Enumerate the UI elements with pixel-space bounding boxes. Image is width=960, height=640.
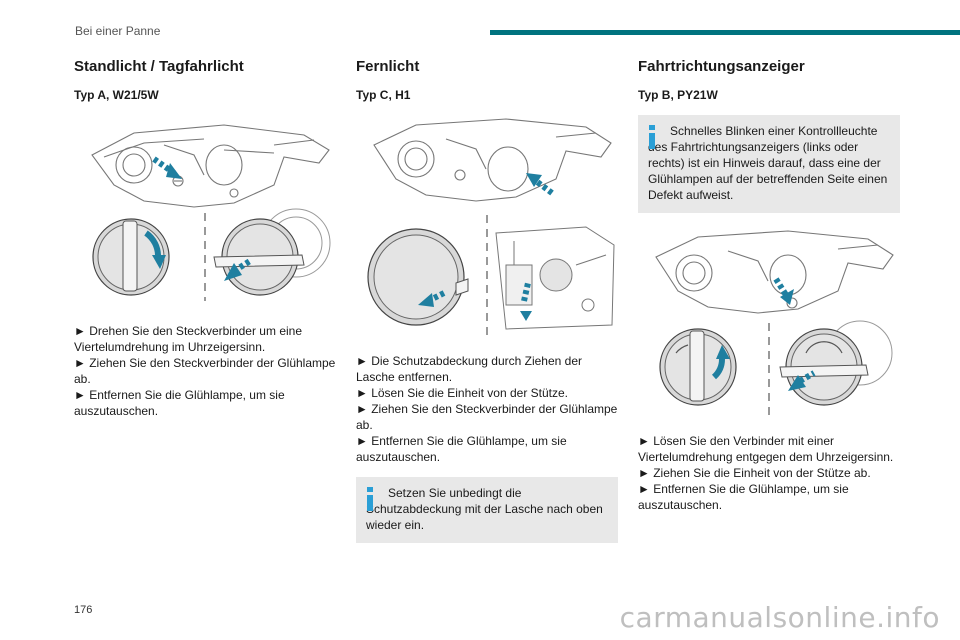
instruction-list: ► Die Schutzabdeckung durch Ziehen der L… (356, 353, 618, 465)
instruction-step: ► Lösen Sie die Einheit von der Stütze. (356, 386, 569, 400)
instruction-list: ► Lösen Sie den Verbinder mit einer Vier… (638, 433, 900, 513)
instruction-step: ► Ziehen Sie den Steckverbinder der Glüh… (356, 402, 618, 432)
instruction-step: ► Die Schutzabdeckung durch Ziehen der L… (356, 354, 583, 384)
note-text: Schnelles Blinken einer Kontrollleuchte … (648, 124, 888, 202)
info-note: Schnelles Blinken einer Kontrollleuchte … (638, 115, 900, 213)
instruction-step: ► Drehen Sie den Steckverbinder um eine … (74, 324, 302, 354)
section-subtitle: Typ B, PY21W (638, 88, 718, 102)
instruction-step: ► Ziehen Sie die Einheit von der Stütze … (638, 466, 871, 480)
headlamp-illustration (74, 115, 336, 311)
page-number: 176 (74, 604, 93, 616)
info-icon (649, 125, 655, 149)
headlamp-illustration (356, 115, 618, 341)
watermark: carmanualsonline.info (619, 601, 940, 634)
instruction-step: ► Entfernen Sie die Glühlampe, um sie au… (74, 388, 285, 418)
section-subtitle: Typ C, H1 (356, 88, 411, 102)
section-fahrtrichtungsanzeiger: Fahrtrichtungsanzeiger Typ B, PY21W Schn… (638, 58, 900, 513)
instruction-list: ► Drehen Sie den Steckverbinder um eine … (74, 323, 336, 419)
section-title: Standlicht / Tagfahrlicht (74, 58, 244, 75)
note-text: Setzen Sie unbedingt die Schutzabdeckung… (366, 486, 603, 532)
instruction-step: ► Ziehen Sie den Steckverbinder der Glüh… (74, 356, 336, 386)
info-note: Setzen Sie unbedingt die Schutzabdeckung… (356, 477, 618, 543)
instruction-step: ► Entfernen Sie die Glühlampe, um sie au… (356, 434, 567, 464)
instruction-step: ► Lösen Sie den Verbinder mit einer Vier… (638, 434, 894, 464)
section-subtitle: Typ A, W21/5W (74, 88, 159, 102)
section-header: Bei einer Panne (75, 24, 161, 38)
header-accent-bar (490, 30, 960, 35)
section-standlicht: Standlicht / Tagfahrlicht Typ A, W21/5W (74, 58, 336, 419)
section-title: Fahrtrichtungsanzeiger (638, 58, 805, 75)
instruction-step: ► Entfernen Sie die Glühlampe, um sie au… (638, 482, 849, 512)
info-icon (367, 487, 373, 511)
headlamp-illustration (638, 227, 900, 421)
section-title: Fernlicht (356, 58, 420, 75)
section-fernlicht: Fernlicht Typ C, H1 (356, 58, 618, 543)
